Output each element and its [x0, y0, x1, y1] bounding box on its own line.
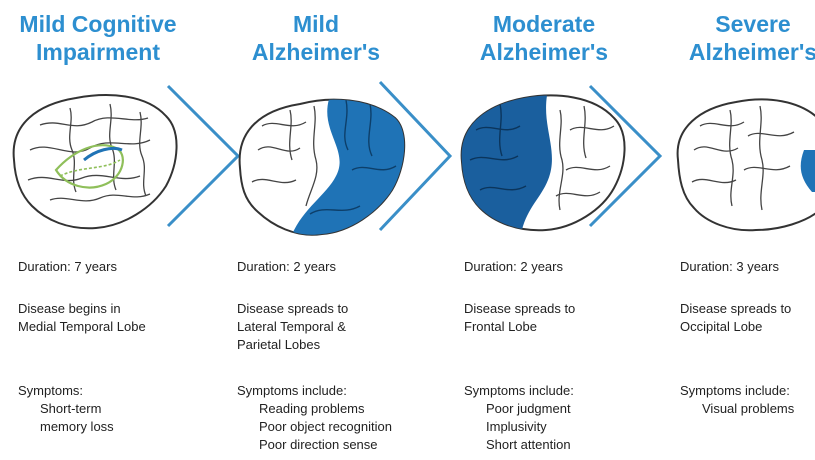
stage-3-title: Moderate Alzheimer's — [479, 11, 609, 65]
symptom-item: Poor object recognition — [259, 419, 392, 434]
brain-icon — [676, 98, 815, 232]
stage-3-spread: Disease spreads to Frontal Lobe — [464, 301, 576, 334]
symptom-item: Visual problems — [702, 401, 795, 416]
symptom-item: Reading problems — [259, 401, 365, 416]
stage-1-symptoms: Symptoms: Short-term memory loss — [18, 383, 114, 434]
stage-2-title: Mild Alzheimer's — [251, 11, 381, 65]
stage-2-symptoms: Symptoms include: Reading problems Poor … — [237, 383, 392, 452]
stage-3-symptoms: Symptoms include: Poor judgment Implusiv… — [464, 383, 574, 452]
chevron-right-icon — [166, 84, 241, 228]
symptom-item: Poor judgment — [486, 401, 571, 416]
stage-1-spread: Disease begins in Medial Temporal Lobe — [18, 301, 146, 334]
stage-4-symptoms: Symptoms include: Visual problems — [680, 383, 795, 416]
stage-4-duration: Duration: 3 years — [680, 259, 779, 274]
stage-4-title: Severe Alzheimer's — [688, 11, 815, 65]
symptom-item: Short-term — [40, 401, 102, 416]
chevron-right-icon — [588, 84, 663, 228]
symptom-item: Poor direction sense — [259, 437, 378, 452]
stage-4-spread: Disease spreads to Occipital Lobe — [680, 301, 792, 334]
symptom-item: Implusivity — [486, 419, 547, 434]
brain-icon — [12, 94, 178, 230]
stage-1-title: Mild Cognitive Impairment — [19, 11, 177, 65]
stage-2-duration: Duration: 2 years — [237, 259, 336, 274]
stage-1-duration: Duration: 7 years — [18, 259, 117, 274]
stage-3-duration: Duration: 2 years — [464, 259, 563, 274]
symptom-item: memory loss — [40, 419, 114, 434]
chevron-right-icon — [378, 80, 453, 232]
brain-icon — [238, 98, 406, 236]
symptom-item: Short attention — [486, 437, 571, 452]
stage-2-spread: Disease spreads to Lateral Temporal & Pa… — [237, 301, 349, 352]
